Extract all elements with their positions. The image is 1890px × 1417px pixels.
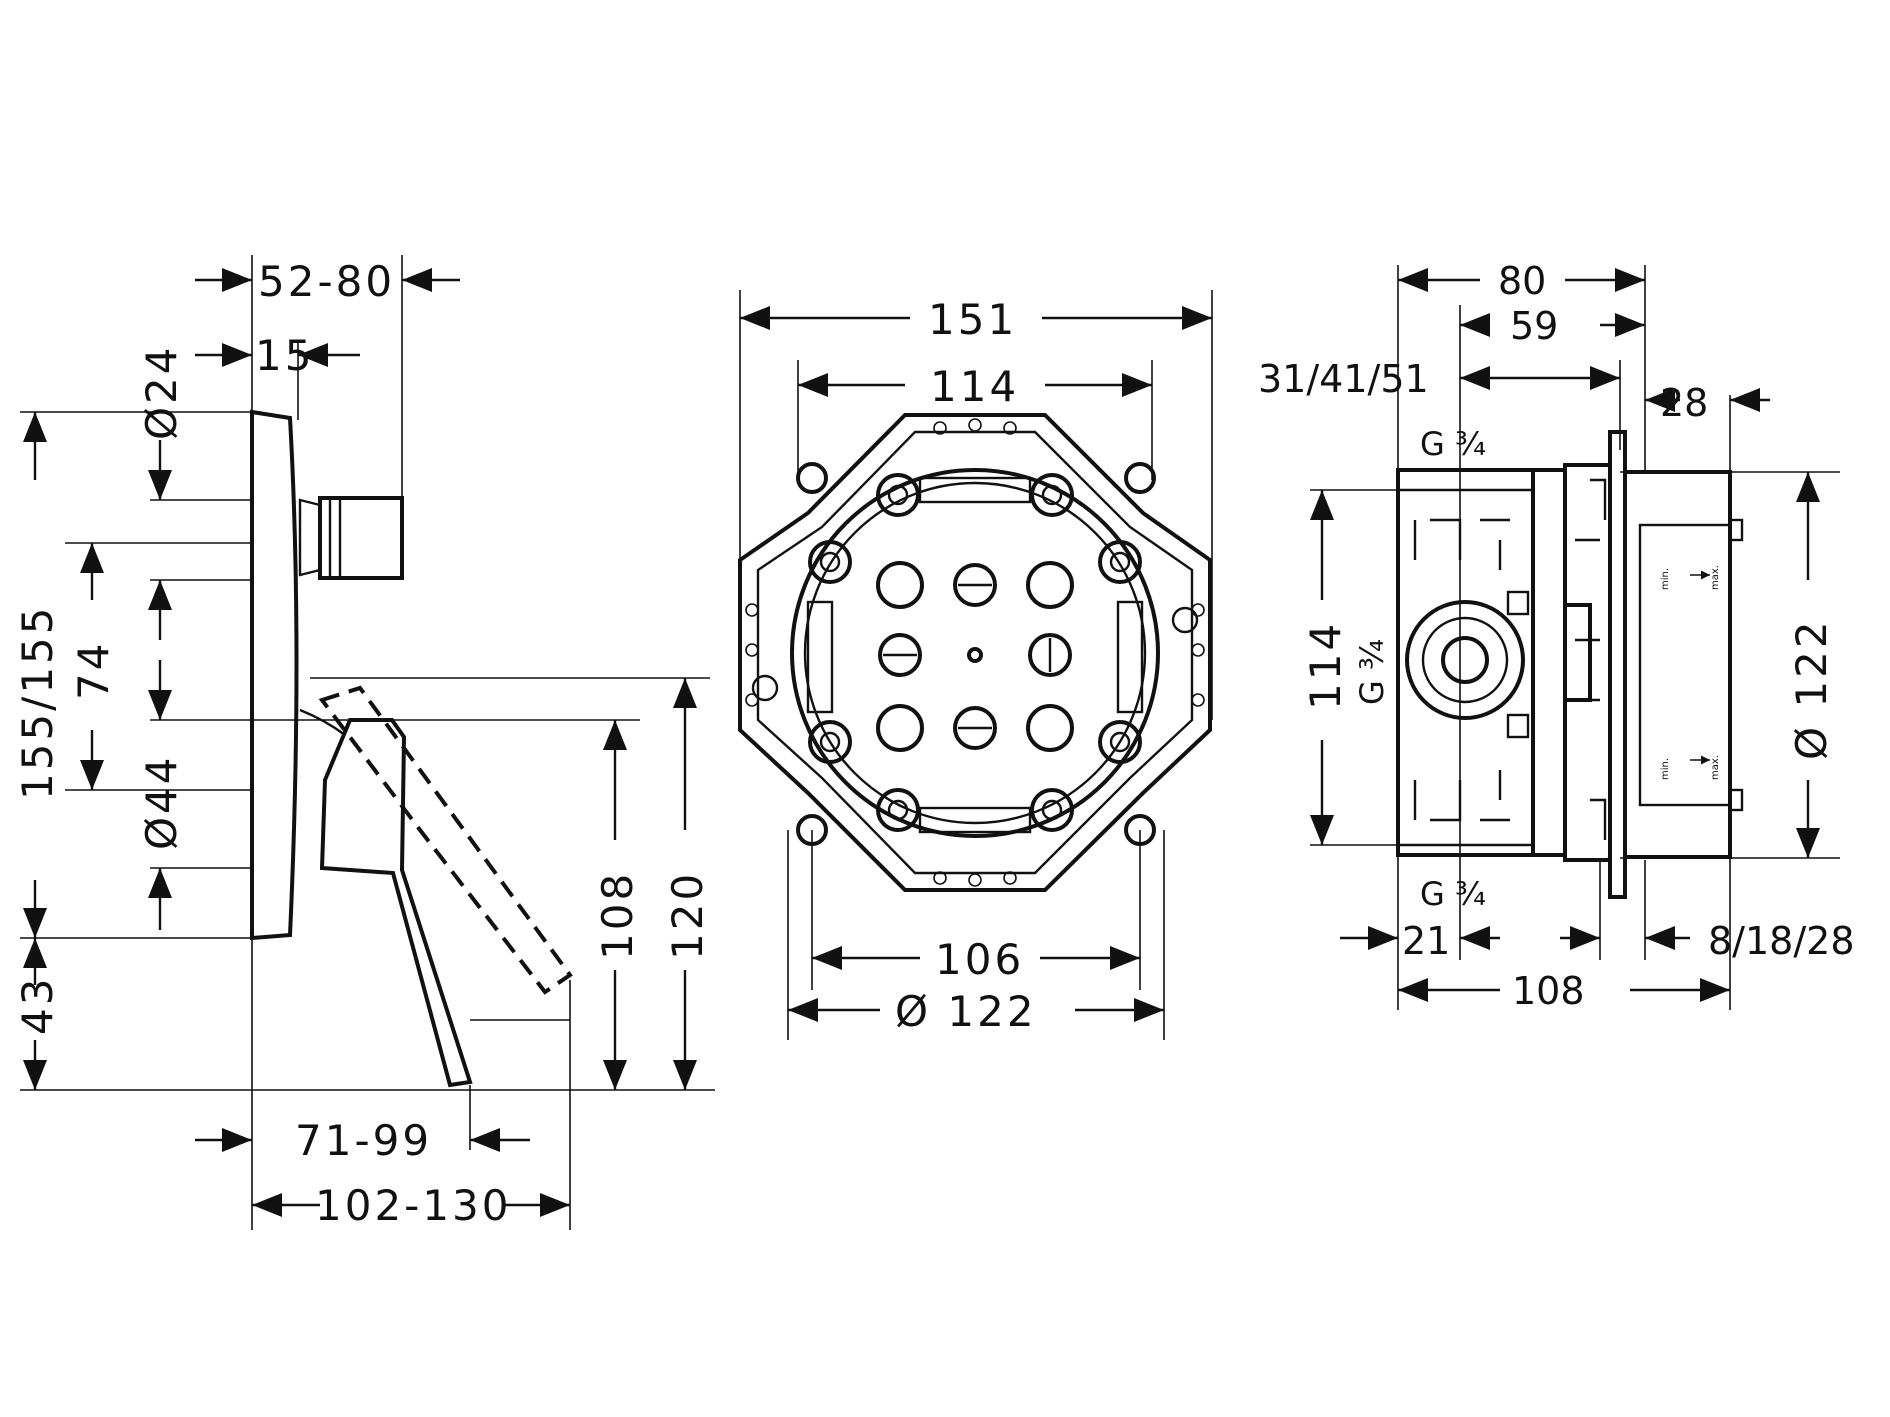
dim-114-body: 114 — [1301, 621, 1350, 710]
dim-15: 15 — [255, 331, 314, 380]
dim-120: 120 — [663, 871, 712, 960]
dim-43: 43 — [13, 976, 62, 1035]
body-view: min. max. min. max. 80 59 31/41/51 28 G … — [1258, 259, 1855, 1013]
perimeter-holes — [745, 418, 1205, 887]
dim-106: 106 — [935, 935, 1024, 984]
port-holes — [876, 561, 1074, 752]
max-label-bottom: max. — [1710, 755, 1721, 780]
dim-21: 21 — [1402, 919, 1450, 963]
mounting-box-outer — [738, 413, 1212, 892]
dim-114-front: 114 — [930, 362, 1019, 411]
dim-71-99: 71-99 — [295, 1116, 432, 1165]
dim-108-side: 108 — [593, 871, 642, 960]
dim-28: 28 — [1660, 381, 1708, 425]
dim-diam122-body: Ø 122 — [1787, 618, 1836, 760]
side-port — [1405, 600, 1525, 720]
dim-80: 80 — [1498, 259, 1546, 303]
dim-31-41-51: 31/41/51 — [1258, 357, 1429, 401]
dim-74: 74 — [69, 641, 118, 700]
dim-52-80: 52-80 — [258, 257, 395, 306]
dim-59: 59 — [1510, 304, 1558, 348]
mixer-lever — [319, 718, 473, 1088]
dim-8-18-28: 8/18/28 — [1708, 919, 1855, 963]
dim-diam122-front: Ø 122 — [895, 987, 1037, 1036]
thread-top: G ¾ — [1420, 425, 1486, 463]
face-plate — [1608, 430, 1627, 899]
dim-108-body: 108 — [1512, 969, 1585, 1013]
mixer-lever-rotated — [318, 685, 573, 995]
thread-bottom: G ¾ — [1420, 875, 1486, 913]
min-label-bottom: min. — [1660, 758, 1671, 780]
min-label-top: min. — [1660, 568, 1671, 590]
bolt-bosses — [751, 473, 1199, 832]
thread-side: G ¾ — [1353, 639, 1391, 705]
dim-102-130: 102-130 — [315, 1181, 512, 1230]
mounting-ring — [790, 468, 1160, 838]
side-view: 52-80 15 Ø24 155/155 74 Ø44 43 108 120 — [13, 255, 715, 1230]
dim-diam24: Ø24 — [137, 344, 186, 440]
front-view: 151 114 106 Ø 122 — [738, 290, 1213, 1040]
dim-155-155: 155/155 — [13, 605, 62, 800]
cover-plate — [250, 409, 299, 941]
dim-diam44: Ø44 — [137, 754, 186, 850]
stop-valve — [298, 496, 404, 580]
dim-151: 151 — [928, 295, 1017, 344]
valve-body — [1396, 468, 1535, 857]
max-label-top: max. — [1710, 565, 1721, 590]
